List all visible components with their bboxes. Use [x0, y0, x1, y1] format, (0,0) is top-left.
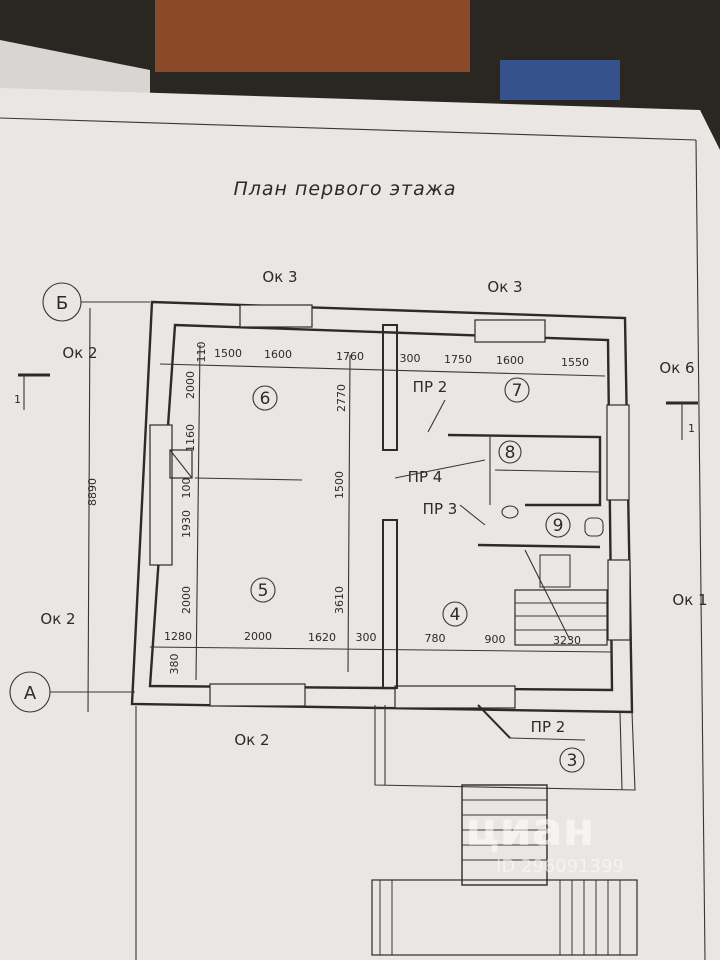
overall-dimension-line [87, 307, 91, 713]
opening-label-pr3: ПР 3 [423, 500, 458, 518]
svg-text:5: 5 [258, 581, 269, 601]
dim-top-5: 1750 [444, 353, 472, 366]
window-label-top-right: Ок 3 [487, 278, 522, 296]
sheet-border-right [695, 139, 706, 960]
axis-label-top: Б [56, 293, 68, 314]
toilet-fixture [501, 505, 519, 519]
window-label-right-top: Ок 6 [659, 359, 694, 377]
dim-bottom-6: 900 [485, 633, 506, 646]
dim-top-small: 110 [195, 342, 208, 363]
opening-label-pr4: ПР 4 [408, 468, 443, 486]
room-marker-4: 4 [442, 601, 468, 627]
lower-steps [371, 879, 638, 956]
svg-text:8: 8 [505, 443, 516, 463]
dim-mid-1: 2770 [335, 384, 348, 412]
dim-chain-bottom [149, 646, 613, 653]
window-right-top [606, 404, 630, 501]
room-marker-6: 6 [252, 385, 278, 411]
plan-title: План первого этажа [233, 178, 456, 200]
window-right-bottom [607, 559, 631, 641]
window-label-bottom: Ок 2 [234, 731, 269, 749]
dim-chain-mid [347, 354, 351, 673]
section-label-left: 1 [14, 393, 21, 406]
room-marker-3: 3 [559, 747, 585, 773]
window-label-top-left: Ок 3 [262, 268, 297, 286]
window-label-right-bottom: Ок 1 [672, 591, 707, 609]
dim-chain-left [195, 344, 201, 681]
window-label-left-bottom: Ок 2 [40, 610, 75, 628]
watermark-brand: циан [465, 802, 594, 856]
dim-chain-top [159, 363, 606, 377]
room-marker-8: 8 [498, 440, 522, 464]
porch-outline [374, 705, 636, 791]
dim-bottom-7: 3230 [553, 634, 581, 647]
dim-top-3: 1760 [336, 350, 364, 363]
svg-text:6: 6 [260, 389, 271, 409]
dim-top-2: 1600 [264, 348, 292, 361]
dim-left-1: 2000 [184, 371, 197, 399]
dim-top-7: 1550 [561, 356, 589, 369]
dim-top-1: 1500 [214, 347, 242, 360]
dim-bottom-5: 780 [425, 632, 446, 645]
opening-label-pr2-upper: ПР 2 [413, 378, 448, 396]
opening-label-pr2-porch: ПР 2 [531, 718, 566, 736]
window-label-left-top: Ок 2 [62, 344, 97, 362]
svg-text:7: 7 [512, 381, 523, 401]
door-bottom-entrance [394, 685, 516, 709]
paper-sheet [0, 88, 720, 960]
dim-top-4: 300 [400, 352, 421, 365]
chimney-block [169, 449, 193, 479]
paper-stack-edge [0, 40, 150, 95]
dim-left-4: 1930 [180, 510, 193, 538]
sheet-border-line [0, 117, 697, 141]
dim-bottom-small: 380 [168, 654, 181, 675]
sink-fixture [584, 517, 604, 537]
bathroom-walls [447, 433, 602, 507]
dim-overall: 8890 [86, 478, 99, 506]
dim-bottom-3: 1620 [308, 631, 336, 644]
svg-text:9: 9 [553, 516, 564, 536]
interior-wall-upper [382, 324, 398, 451]
wooden-block [155, 0, 470, 72]
window-top-left [239, 304, 313, 328]
room-marker-5: 5 [250, 577, 276, 603]
interior-stair [514, 589, 608, 646]
section-label-right: 1 [688, 422, 695, 435]
dim-bottom-2: 2000 [244, 630, 272, 643]
svg-text:4: 4 [450, 605, 461, 625]
cian-watermark: циан ID 296091399 [465, 802, 624, 877]
axis-label-bottom: А [24, 683, 37, 704]
svg-text:3: 3 [567, 751, 578, 771]
dim-left-3: 100 [180, 478, 193, 499]
inner-wall-line [148, 323, 614, 692]
blue-object [500, 60, 620, 100]
dim-mid-3: 3610 [333, 586, 346, 614]
watermark-id: ID 296091399 [496, 856, 624, 877]
lower-step-lines [379, 880, 621, 955]
dim-mid-2: 1500 [333, 471, 346, 499]
room-marker-7: 7 [504, 377, 530, 403]
dim-left-5: 2000 [180, 586, 193, 614]
window-bottom [209, 683, 306, 707]
porch-steps [461, 784, 548, 886]
dim-bottom-1: 1280 [164, 630, 192, 643]
room-marker-9: 9 [545, 512, 571, 538]
dim-bottom-4: 300 [356, 631, 377, 644]
bathroom-bottom-wall [477, 543, 601, 549]
interior-wall-lower [382, 519, 398, 689]
partition-5-6 [194, 477, 303, 481]
dim-left-2: 1160 [184, 424, 197, 452]
window-left [149, 424, 173, 566]
dim-top-6: 1600 [496, 354, 524, 367]
window-top-right [474, 319, 546, 343]
